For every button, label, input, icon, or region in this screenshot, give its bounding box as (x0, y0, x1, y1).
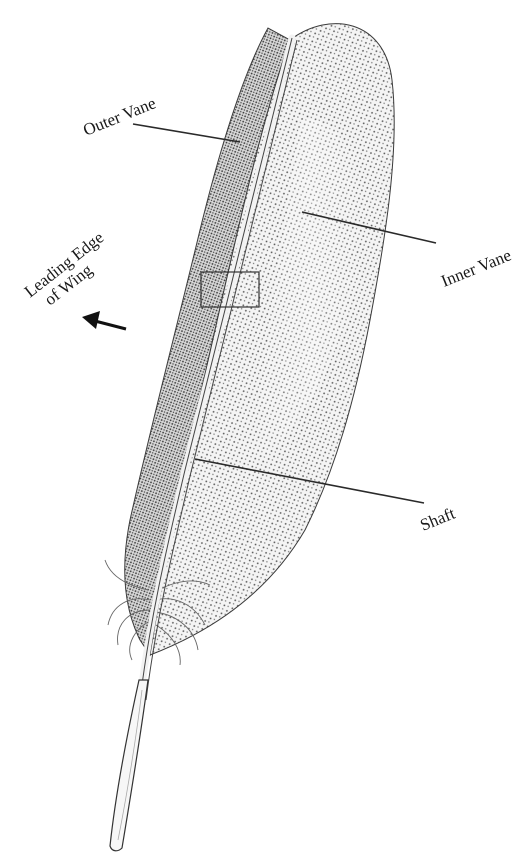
inner-vane-label: Inner Vane (438, 245, 514, 290)
shaft-label: Shaft (417, 504, 458, 535)
calamus-quill (110, 680, 148, 851)
outer-vane-label: Outer Vane (80, 93, 158, 139)
arrow-left-icon (82, 311, 126, 329)
outer-vane-leader (133, 124, 240, 142)
